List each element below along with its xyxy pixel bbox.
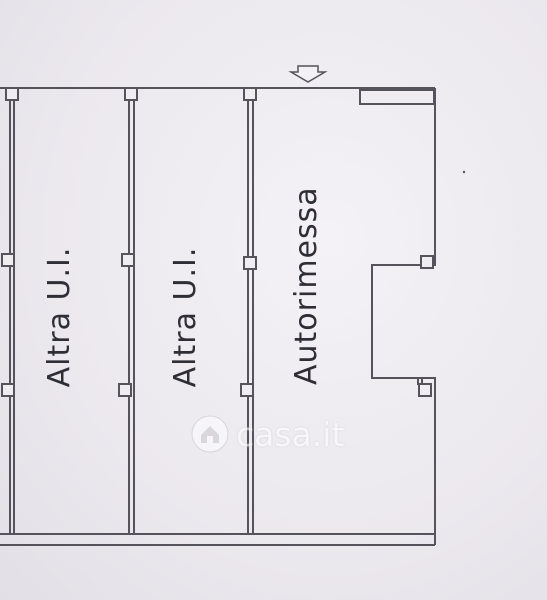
pillar: [1, 383, 15, 397]
pillar: [420, 255, 434, 269]
right-wall: [371, 88, 436, 545]
watermark-text: casa.it: [236, 414, 345, 454]
corner-pillar: [359, 89, 435, 105]
pillar: [1, 253, 15, 267]
speck: [462, 170, 466, 174]
pillar: [418, 383, 432, 397]
pillar: [240, 383, 254, 397]
pillar: [118, 383, 132, 397]
pillar: [5, 87, 19, 101]
unit-label-altra-2: Altra U.I.: [168, 246, 203, 388]
arrow-down-outline-icon: [288, 65, 328, 83]
watermark: casa.it: [190, 412, 360, 456]
house-icon: [191, 415, 229, 453]
unit-label-autorimessa: Autorimessa: [289, 186, 324, 385]
pillar: [417, 377, 423, 385]
pillar: [121, 253, 135, 267]
pillar: [243, 256, 257, 270]
unit-label-altra-1: Altra U.I.: [42, 246, 77, 388]
pillar: [243, 87, 257, 101]
pillar: [124, 87, 138, 101]
